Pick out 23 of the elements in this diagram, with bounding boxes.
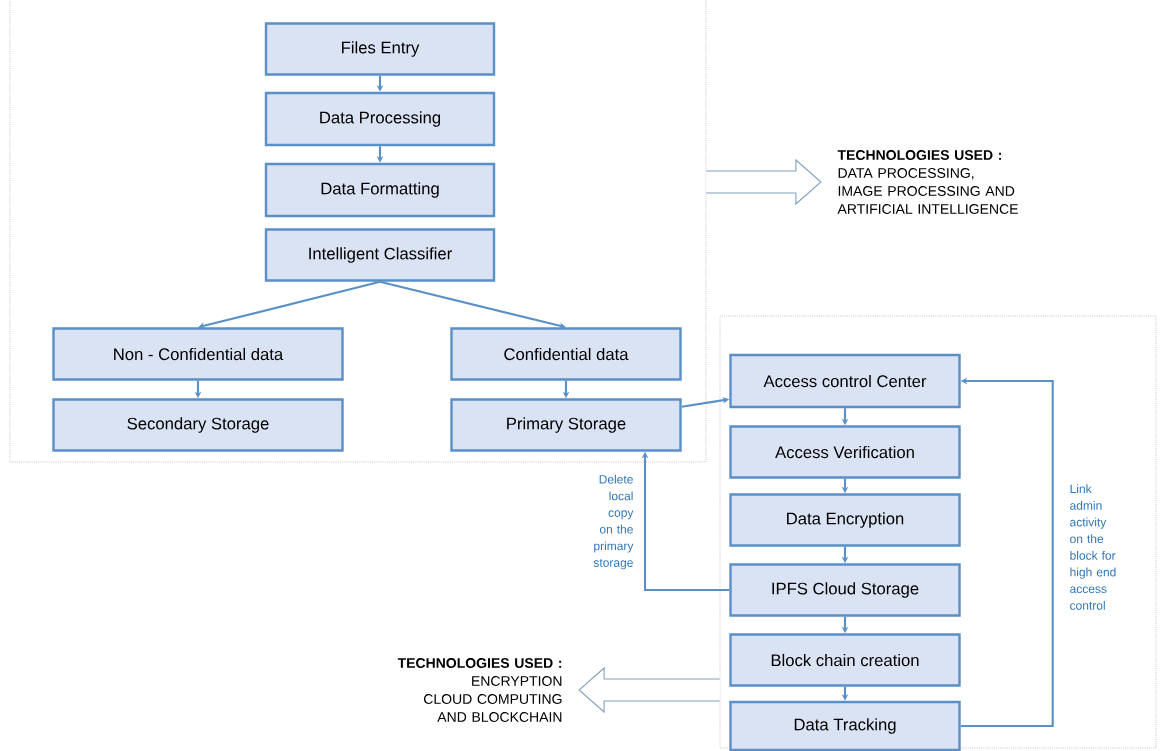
process-box: Data Tracking <box>729 700 961 751</box>
technology-note: TECHNOLOGIES USED : ENCRYPTION CLOUD COMPUTING AND BLOCKCHAIN <box>397 658 562 722</box>
process-box: Block chain creation <box>729 633 961 687</box>
technology-note: TECHNOLOGIES USED : DATA PROCESSING, IMAGE PROCESSING AND ARTIFICIAL INTELLIGENCE <box>837 150 1018 214</box>
process-box: Data Encryption <box>729 493 961 547</box>
arrow <box>198 280 381 329</box>
block-arrow <box>705 158 822 206</box>
process-box: Secondary Storage <box>52 398 344 452</box>
process-box: Access Verification <box>729 425 961 479</box>
process-box: Primary Storage <box>450 398 682 452</box>
process-box: Access control Center <box>729 353 961 409</box>
process-box: Confidential data <box>450 327 682 381</box>
process-box: Files Entry <box>264 22 496 76</box>
edge-label: Delete local copy on the primary storage <box>580 473 635 571</box>
process-box: Non - Confidential data <box>52 327 344 381</box>
process-box: Intelligent Classifier <box>264 228 496 282</box>
process-box: IPFS Cloud Storage <box>729 563 961 617</box>
process-box: Data Formatting <box>264 162 496 218</box>
arrow <box>379 280 566 329</box>
process-box: Data Processing <box>264 91 496 147</box>
block-arrow <box>578 666 721 714</box>
edge-label: Link admin activity on the block for high end access control <box>1068 482 1123 612</box>
group-frame <box>9 0 707 463</box>
